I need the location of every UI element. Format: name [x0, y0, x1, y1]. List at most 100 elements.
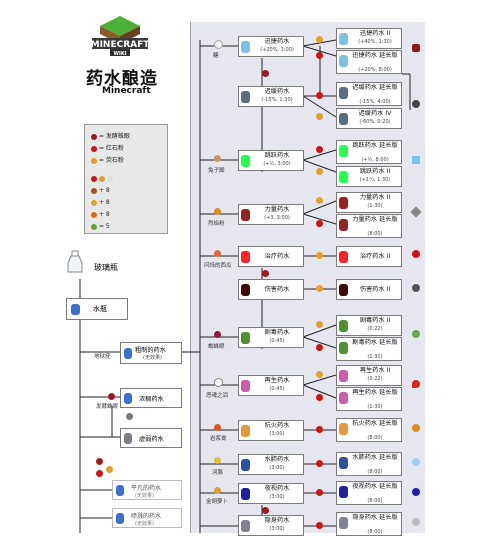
- minecraft-wiki-logo: MINECRAFT WIKI: [88, 14, 152, 58]
- glowstone-icon: [316, 285, 323, 292]
- label-ghast-tear: 恶魂之泪: [206, 393, 229, 399]
- logo-subtext: WIKI: [113, 51, 126, 57]
- fire-resistance-effect-icon: [412, 424, 420, 432]
- redstone-icon: [316, 460, 323, 467]
- splash-mundane-stat: (无效果): [135, 521, 154, 527]
- legend-mix-2: + 8: [91, 187, 110, 194]
- legend-mix-5: = 5: [91, 223, 110, 230]
- glass-bottle-label: 玻璃瓶: [94, 263, 118, 272]
- harming-potion-box: 伤害药水: [238, 279, 304, 300]
- slowness-bottle-icon: [241, 91, 250, 103]
- ghast-tear-icon: [214, 378, 223, 387]
- splash-mundane-box: 喷溅的药水 (无效果): [112, 508, 182, 528]
- regeneration-extended-box: 再生药水 延长版(1:30): [336, 387, 402, 411]
- awkward-potion-box: 粗制的药水 (无效果): [120, 342, 182, 364]
- slowness-potion-box: 迟缓药水(-15%, 1:30): [238, 86, 304, 107]
- night-vision-extended-box: 夜视药水 延长版(8:00): [336, 481, 402, 505]
- legend-row-redstone: = 红石粉: [91, 143, 124, 152]
- awkward-potion-label: 粗制的药水: [135, 347, 166, 354]
- label-nether-wart: 地狱疣: [94, 354, 111, 360]
- harming-effect-icon: [412, 284, 420, 292]
- gold-nugget-icon: [91, 199, 97, 206]
- magma-cream-icon: [214, 424, 221, 431]
- page-subtitle: Minecraft: [102, 86, 151, 96]
- poison-bottle-icon: [339, 320, 348, 332]
- glowstone-icon: [316, 113, 323, 120]
- leaping-bottle-icon: [339, 145, 348, 157]
- glowstone-icon: [106, 466, 113, 473]
- swiftness-effect-icon: [412, 44, 420, 52]
- redstone-icon: [316, 394, 323, 401]
- ingredient-legend: = 发酵蛛眼 = 红石粉 = 荧石粉 + 8 + 8 + 8 = 5: [84, 124, 168, 234]
- harming-bottle-icon: [339, 284, 348, 296]
- poison-bottle-icon: [241, 332, 250, 344]
- fermented-eye-icon: [262, 270, 269, 277]
- redstone-icon: [316, 52, 323, 59]
- logo-text: MINECRAFT: [91, 40, 151, 50]
- leaping-effect-icon: [412, 156, 420, 164]
- water-bottle-icon: [71, 304, 80, 315]
- water-breathing-potion-box: 水肺药水(3:00): [238, 454, 304, 475]
- leaping-potion-box: 跳跃药水(+½, 3:00): [238, 150, 304, 171]
- leaping-bottle-icon: [339, 171, 348, 183]
- legend-row-fermented: = 发酵蛛眼: [91, 131, 130, 140]
- fire-resistance-bottle-icon: [339, 423, 348, 435]
- thick-potion-box: 浓稠药水: [120, 388, 182, 408]
- glowstone-icon: [316, 371, 323, 378]
- invisibility-effect-icon: [412, 518, 420, 526]
- slime-icon: [91, 223, 97, 230]
- night-vision-bottle-icon: [241, 488, 250, 500]
- healing-potion-box: 治疗药水: [238, 246, 304, 267]
- healing-bottle-icon: [339, 251, 348, 263]
- swiftness-extended-box: 迅捷药水 延长版(+20%, 8:00): [336, 50, 402, 74]
- glowstone-icon: [316, 252, 323, 259]
- redstone-icon: [316, 344, 323, 351]
- poison-bottle-icon: [339, 342, 348, 354]
- blaze-powder-icon: [214, 208, 221, 215]
- fermented-eye-icon: [108, 393, 115, 400]
- poison-potion-box: 剧毒药水(0:45): [238, 327, 304, 348]
- harming-bottle-icon: [241, 284, 250, 296]
- label-sugar: 糖: [213, 53, 219, 59]
- mundane-potion-label: 平凡的药水: [131, 485, 162, 492]
- label-spider-eye: 蜘蛛眼: [208, 344, 225, 350]
- regeneration-bottle-icon: [339, 392, 348, 404]
- label-blaze: 烈焰粉: [208, 221, 225, 227]
- regeneration-ii-box: 再生药水 II(0:22): [336, 365, 402, 386]
- strength-ii-box: 力量药水 II(1:30): [336, 192, 402, 213]
- water-breathing-bottle-icon: [339, 457, 348, 469]
- poison-ii-box: 剧毒药水 II(0:22): [336, 315, 402, 336]
- label-fermented: 发酵蛛眼: [96, 404, 119, 410]
- label-glistering: 闪烁的西瓜: [204, 263, 232, 269]
- splash-mundane-label: 喷溅的药水: [131, 513, 162, 520]
- glowstone-icon: [91, 157, 97, 164]
- redstone-icon: [316, 220, 323, 227]
- page-title: 药水酿造: [86, 69, 158, 89]
- label-magma: 岩浆膏: [210, 436, 227, 442]
- leaping-ii-box: 跳跃药水 II(+1¼, 1:30): [336, 166, 402, 187]
- fire-resistance-extended-box: 抗火药水 延长版(8:00): [336, 418, 402, 442]
- invisibility-bottle-icon: [339, 517, 348, 529]
- redstone-icon: [91, 145, 97, 152]
- glowstone-icon: [99, 175, 105, 182]
- water-breathing-extended-box: 水肺药水 延长版(8:00): [336, 452, 402, 476]
- night-vision-bottle-icon: [339, 486, 348, 498]
- awkward-potion-stat: (无效果): [143, 355, 162, 361]
- rabbit-foot-icon: [214, 155, 221, 162]
- melon-icon: [91, 187, 97, 194]
- splash-mundane-icon: [116, 513, 124, 524]
- glowstone-icon: [316, 321, 323, 328]
- swiftness-bottle-icon: [241, 41, 250, 53]
- strength-extended-box: 力量药水 延长版(8:00): [336, 214, 402, 238]
- slowness-bottle-icon: [339, 87, 348, 99]
- legend-mix-1: [91, 175, 115, 182]
- label-pufferfish: 河豚: [212, 470, 224, 476]
- sugar-icon: [214, 40, 223, 49]
- glowstone-icon: [316, 36, 323, 43]
- fire-resistance-bottle-icon: [241, 425, 250, 437]
- slowness-bottle-icon: [339, 113, 348, 125]
- redstone-icon: [316, 489, 323, 496]
- sugar-icon: [107, 175, 113, 182]
- swiftness-potion-box: 迅捷药水(+20%, 3:00): [238, 36, 304, 57]
- water-bottle-label: 水瓶: [93, 305, 107, 313]
